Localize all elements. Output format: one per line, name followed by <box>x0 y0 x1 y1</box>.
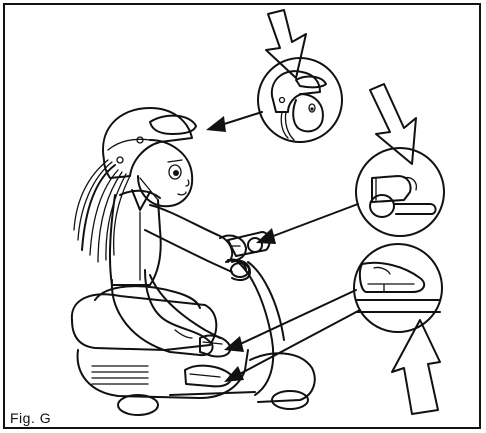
foot-detail-callout <box>224 243 443 415</box>
doll-on-scooter-illustration <box>70 107 316 416</box>
handlebar-detail-circle <box>355 147 445 237</box>
up-arrow-icon <box>391 319 441 415</box>
doll-shoes <box>184 334 232 388</box>
down-arrow-icon <box>265 9 307 79</box>
foot-detail-circle <box>353 243 443 333</box>
foot-pointer-arrowhead-2 <box>224 366 244 382</box>
doll-head <box>137 139 194 208</box>
shoe-on-footrest-icon <box>355 261 441 313</box>
figure-caption: Fig. G <box>10 410 52 426</box>
helmet-pointer-arrowhead <box>206 116 226 132</box>
foot-pointer-line-2 <box>235 309 361 377</box>
handlebar-detail-callout <box>256 83 445 244</box>
down-arrow-icon-2 <box>369 83 417 165</box>
foot-pointer-line-1 <box>235 289 357 347</box>
hand-on-handlebar-icon <box>369 175 437 218</box>
handlebar-pointer-arrowhead <box>256 228 276 244</box>
helmet-closeup-icon <box>270 70 327 141</box>
helmet-detail-callout <box>206 9 343 143</box>
helmet-pointer-line <box>217 111 263 127</box>
foot-pointer-arrowhead-1 <box>224 336 244 352</box>
doll-helmet <box>102 107 197 201</box>
handlebar-pointer-line <box>267 203 359 239</box>
figure-border <box>3 3 481 429</box>
doll-hair <box>73 159 131 263</box>
